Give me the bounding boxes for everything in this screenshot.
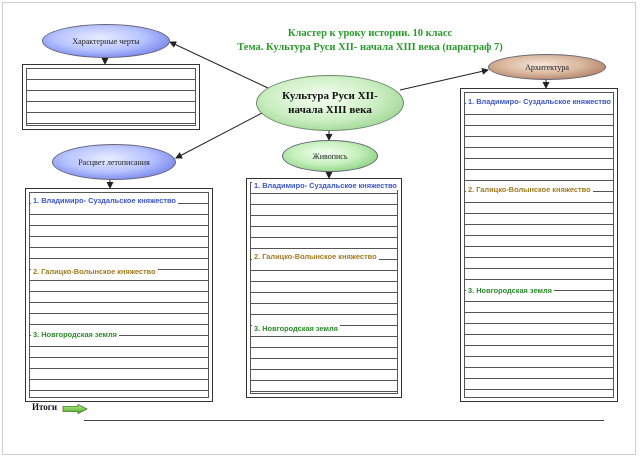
painting-box: 1. Владимиро- Суздальское княжество 2. Г… [246,178,402,398]
chronicles-section-galicia: 2. Галицко-Волынское княжество [31,267,158,276]
architecture-box: 1. Владимиро- Суздальское княжество 2. Г… [460,88,618,402]
arrow-to-features [169,41,269,89]
oval-architecture-label: Архитектура [525,62,569,72]
painting-section-novgorod: 3. Новгородская земля [252,324,340,333]
arrow-to-architecture [399,67,489,91]
painting-section-galicia: 2. Галицко-Волынское княжество [252,252,379,261]
oval-painting-label: Живопись [312,151,348,161]
oval-architecture: Архитектура [488,54,606,80]
architecture-section-galicia: 2. Галицко-Волынское княжество [466,185,593,194]
oval-features: Характерные черты [42,24,170,58]
architecture-lines [464,92,614,398]
oval-chronicles: Расцвет летописания [52,144,176,180]
summary-label: Итоги [32,402,58,412]
oval-painting: Живопись [282,140,378,172]
central-topic-line1: Культура Руси XII- [282,90,378,102]
painting-section-vladimir: 1. Владимиро- Суздальское княжество [252,181,399,190]
arrow-to-chronicles [175,112,263,159]
chronicles-lines [29,192,209,398]
summary-answer-line [84,420,604,421]
chronicles-section-novgorod: 3. Новгородская земля [31,330,119,339]
features-lines [26,68,196,126]
worksheet-title: Кластер к уроку истории. 10 класс [287,28,453,39]
central-topic-line2: начала XIII века [288,104,372,116]
page-frame [2,2,636,455]
painting-lines [250,182,398,394]
worksheet-topic: Тема. Культура Руси XII- начала XIII век… [237,42,503,53]
central-topic: Культура Руси XII- начала XIII века [256,75,404,131]
oval-features-label: Характерные черты [72,36,140,46]
architecture-section-novgorod: 3. Новгородская земля [466,286,554,295]
oval-chronicles-label: Расцвет летописания [78,157,150,167]
chronicles-box: 1. Владимиро- Суздальское княжество 2. Г… [25,188,213,402]
chronicles-section-vladimir: 1. Владимиро- Суздальское княжество [31,196,178,205]
summary-arrow-icon [62,404,88,414]
features-box [22,64,200,130]
architecture-section-vladimir: 1. Владимиро- Суздальское княжество [466,97,613,106]
